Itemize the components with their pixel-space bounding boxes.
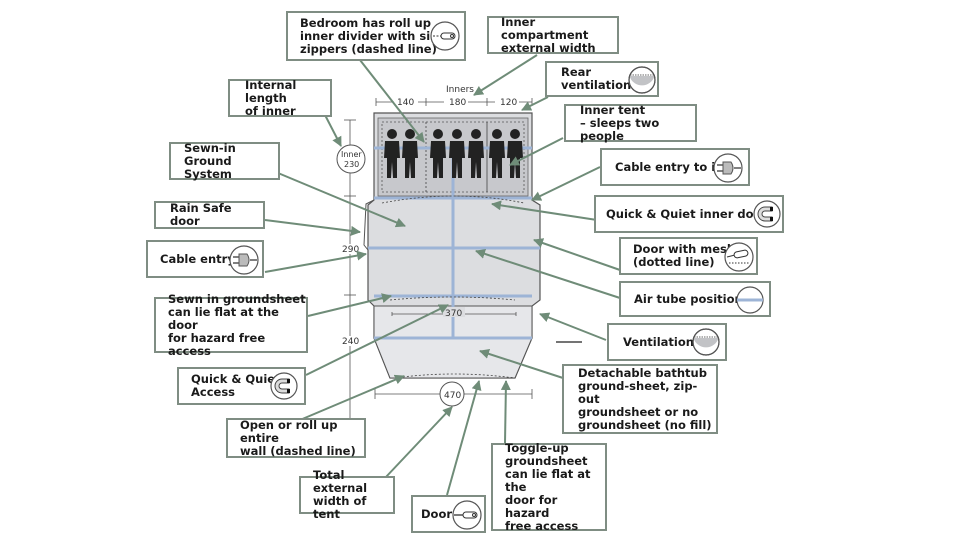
ventilation-icon [692,328,720,356]
leader-lines [264,54,621,496]
door-zip-icon [452,500,482,530]
inner-length-label: Inner [341,150,362,159]
callout-inner-tent: Inner tent – sleeps two people [564,102,697,143]
mesh-door-icon [724,242,754,272]
callout-quick-quiet-access: Quick & Quiet Access [177,367,306,405]
living-width-value: 370 [445,309,462,319]
callout-internal-length-text: Internal length of inner [245,77,297,118]
callout-rear-ventilation-text: Rear ventilation [561,65,632,92]
callout-ventilation: Ventilation [607,323,727,361]
callout-total-external-width-text: Total external width of tent [313,468,368,521]
air-tube-icon [736,286,764,314]
callout-door-with-mesh: Door with mesh (dotted line) [619,237,758,275]
inners-label: Inners [446,85,474,95]
inner-width-3: 120 [500,98,517,108]
callout-ventilation-text: Ventilation [623,334,694,349]
callout-rain-safe-door: Rain Safe door [154,201,265,229]
callout-door: Door [411,495,486,533]
callout-sewn-in-ground-system: Sewn-in Ground System [169,140,280,181]
callout-toggle-up-groundsheet-text: Toggle-up groundsheet can lie flat at th… [505,440,591,533]
callout-quick-quiet-access-text: Quick & Quiet Access [191,372,281,399]
callout-inner-compartment-width: Inner compartment external width [487,14,619,55]
callout-air-tube-position-text: Air tube position [634,291,743,306]
plug-icon [229,245,259,275]
callout-internal-length: Internal length of inner [228,77,332,118]
callout-detachable-bathtub-text: Detachable bathtub ground-sheet, zip-out… [578,365,712,432]
magnet-icon [753,200,781,228]
plug-icon [713,153,743,183]
callout-rain-safe-door-text: Rain Safe door [170,201,232,228]
magnet-icon [270,372,298,400]
callout-detachable-bathtub: Detachable bathtub ground-sheet, zip-out… [562,364,718,434]
living-length-value: 290 [342,245,359,255]
inner-length-badge [336,144,366,174]
callout-cable-entry-text: Cable entry [160,251,235,266]
callout-door-text: Door [421,506,453,521]
callout-bedroom-divider-text: Bedroom has roll up inner divider with s… [300,15,446,56]
tent-outline [363,112,541,379]
callout-inner-compartment-width-text: Inner compartment external width [501,14,596,55]
callout-open-roll-up-wall-text: Open or roll up entire wall (dashed line… [240,417,356,458]
callout-sewn-in-groundsheet-text: Sewn in groundsheet can lie flat at the … [168,291,306,358]
ventilation-icon [628,66,656,94]
inner-length-value: 230 [344,160,359,169]
callout-total-external-width: Total external width of tent [299,469,395,521]
inner-width-2: 180 [449,98,466,108]
callout-door-with-mesh-text: Door with mesh (dotted line) [633,242,736,269]
callout-quick-quiet-inner-doors-text: Quick & Quiet inner doors [606,206,774,221]
total-width-badge [439,381,465,407]
callout-sewn-in-ground-system-text: Sewn-in Ground System [184,140,236,181]
callout-air-tube-position: Air tube position [619,281,771,317]
callout-bedroom-divider: Bedroom has roll up inner divider with s… [286,11,466,61]
callout-inner-tent-text: Inner tent – sleeps two people [580,102,660,143]
callout-rear-ventilation: Rear ventilation [545,61,659,97]
callout-sewn-in-groundsheet: Sewn in groundsheet can lie flat at the … [154,292,308,357]
callout-open-roll-up-wall: Open or roll up entire wall (dashed line… [226,418,366,458]
inner-width-1: 140 [397,98,414,108]
callout-quick-quiet-inner-doors: Quick & Quiet inner doors [594,195,784,233]
total-width-value: 470 [444,391,461,401]
porch-length-value: 240 [342,337,359,347]
callout-toggle-up-groundsheet: Toggle-up groundsheet can lie flat at th… [491,440,607,533]
callout-cable-entry-inner: Cable entry to inn [600,148,750,186]
door-zip-icon [430,21,460,51]
callout-cable-entry: Cable entry [146,240,264,278]
